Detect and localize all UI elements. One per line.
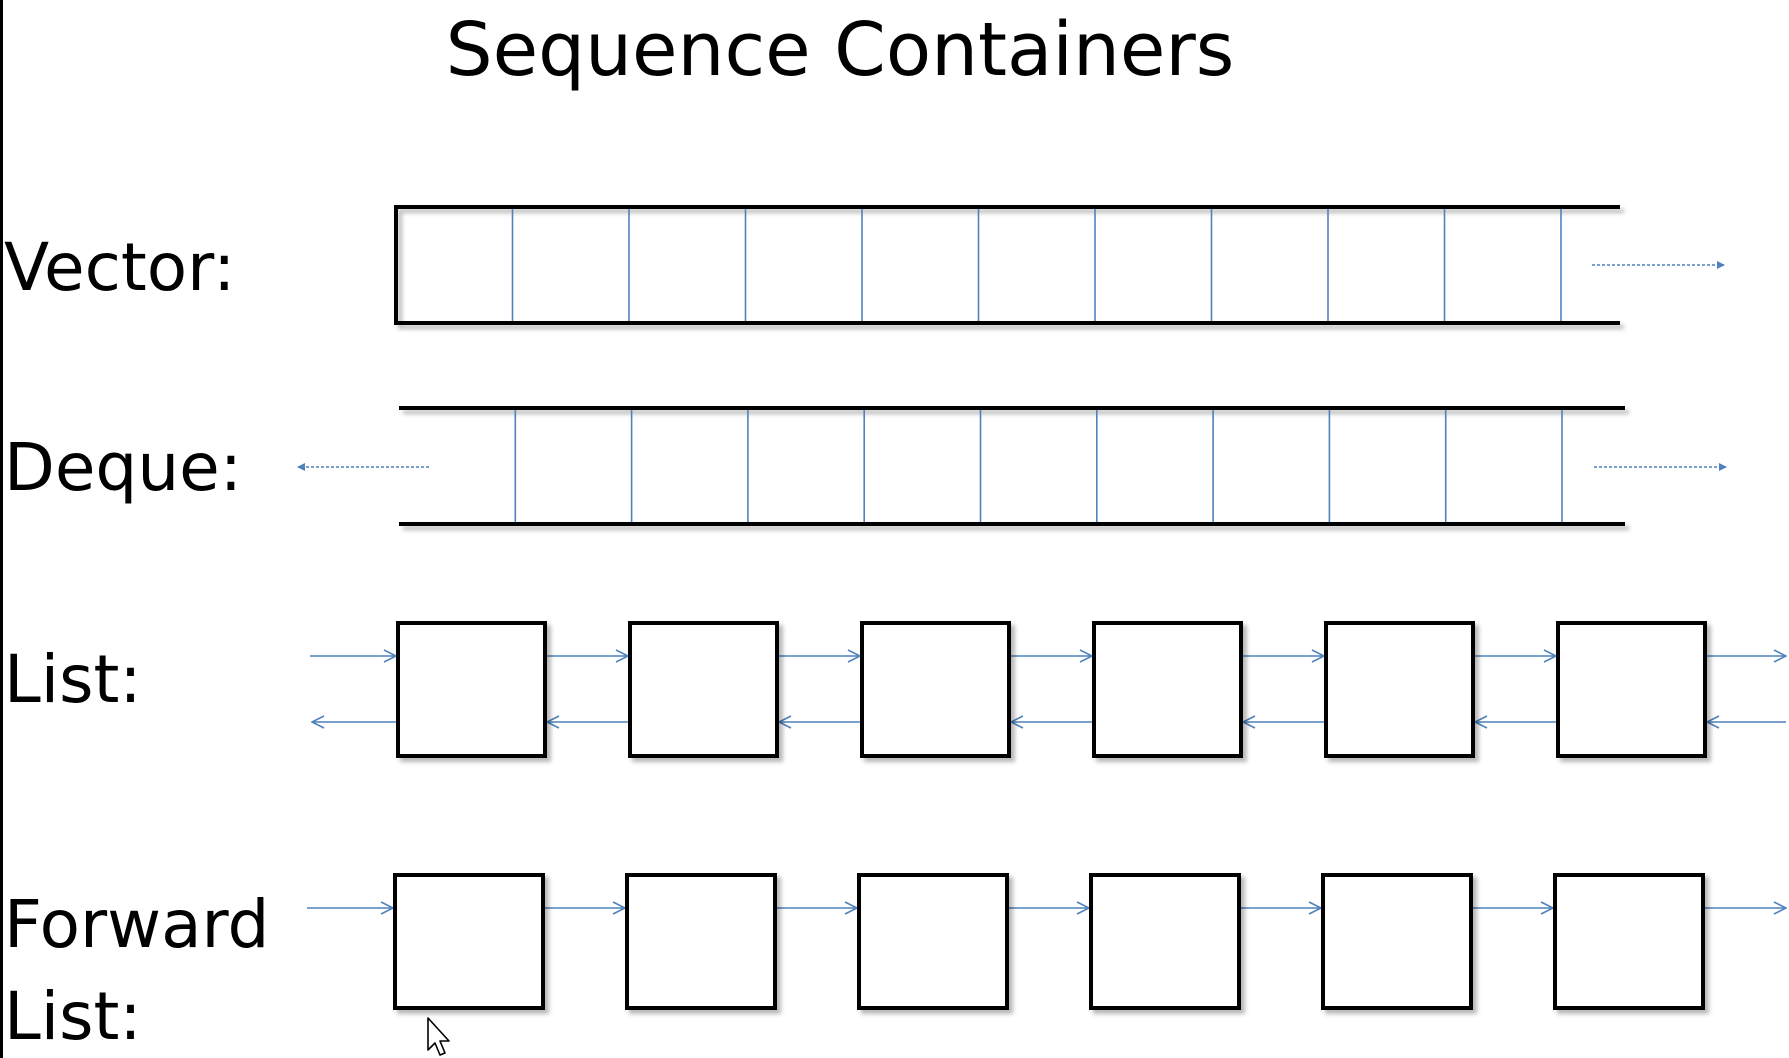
vector-container <box>394 205 1725 325</box>
forward-list-label-line1: Forward <box>4 886 270 963</box>
list-node <box>860 621 1011 758</box>
left-frame-edge <box>0 0 3 1058</box>
forward-list-label-line2: List: <box>4 978 142 1055</box>
list-node <box>1324 621 1475 758</box>
forward-list-node <box>393 873 545 1010</box>
deque-container <box>297 406 1727 526</box>
list-node <box>396 621 547 758</box>
slide-title: Sequence Containers <box>445 7 1235 93</box>
list-node <box>1092 621 1243 758</box>
vector-cell-dividers <box>511 209 1562 321</box>
deque-cell-dividers <box>514 410 1563 522</box>
list-label: List: <box>4 641 142 718</box>
forward-list-node <box>1553 873 1705 1010</box>
forward-list-node <box>857 873 1009 1010</box>
deque-label: Deque: <box>4 429 242 506</box>
forward-list-node <box>625 873 777 1010</box>
forward-list-node <box>1321 873 1473 1010</box>
vector-label: Vector: <box>4 229 236 306</box>
list-node <box>1556 621 1707 758</box>
forward-list-node <box>1089 873 1241 1010</box>
list-container <box>310 621 1786 758</box>
list-node <box>628 621 779 758</box>
mouse-cursor-icon <box>427 1017 450 1056</box>
forward-list-container <box>307 873 1786 1010</box>
